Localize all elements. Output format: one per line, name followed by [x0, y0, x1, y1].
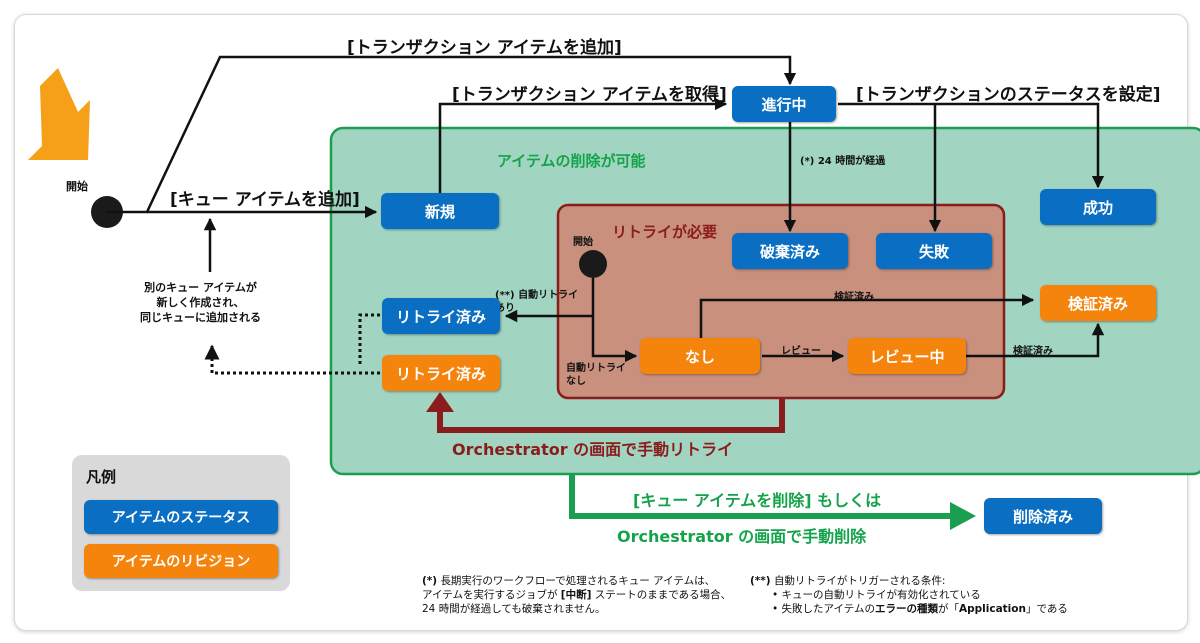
- status-retried: リトライ済み: [382, 298, 500, 334]
- status-deleted: 削除済み: [984, 498, 1102, 534]
- legend-item-status: アイテムのステータス: [84, 500, 278, 534]
- elapsed-24h-label: (*) 24 時間が経過: [800, 156, 886, 167]
- inner-start-dot: [579, 250, 607, 278]
- retry-area-title: リトライが必要: [612, 223, 718, 241]
- footnote-1-line2b: [中断]: [560, 589, 592, 601]
- deletable-area-title: アイテムの削除が可能: [497, 152, 646, 170]
- revision-in-review: レビュー中: [848, 338, 966, 374]
- review-edge-label: レビュー: [781, 346, 821, 357]
- add-queue-item-label: [キュー アイテムを追加]: [170, 190, 360, 210]
- status-success: 成功: [1040, 189, 1156, 225]
- footnote-1-line2c: ステートのままである場合、: [591, 589, 732, 601]
- footnote-2-line2: • キューの自動リトライが有効化されている: [772, 589, 981, 601]
- footnote-2-mark: (**): [750, 575, 771, 587]
- delete-label-line1: [キュー アイテムを削除] もしくは: [633, 491, 882, 510]
- footnote-2-line3c: が「: [937, 603, 959, 615]
- set-status-label: [トランザクションのステータスを設定]: [856, 85, 1161, 105]
- start-arrow-shape: [28, 68, 90, 160]
- revision-none: なし: [640, 338, 760, 374]
- inner-start-label: 開始: [573, 237, 593, 248]
- verified-edge-label: 検証済み: [834, 292, 874, 303]
- verified-edge-label-2: 検証済み: [1013, 346, 1053, 357]
- footnote-1-line2a: アイテムを実行するジョブが: [422, 589, 561, 601]
- footnote-1-line3: 24 時間が経過しても破棄されません。: [422, 603, 606, 615]
- get-transaction-label: [トランザクション アイテムを取得]: [452, 85, 727, 105]
- status-abandoned: 破棄済み: [732, 233, 848, 269]
- status-failed: 失敗: [876, 233, 992, 269]
- footnote-2-line3d: Application: [958, 603, 1026, 615]
- delete-label-line2: Orchestrator の画面で手動削除: [617, 527, 867, 546]
- footnote-1-mark: (*): [422, 575, 438, 587]
- start-label: 開始: [66, 180, 88, 193]
- new-queue-item-note: 別のキュー アイテムが 新しく作成され、 同じキューに追加される: [140, 281, 261, 324]
- footnote-2-line3b: エラーの種類: [874, 603, 938, 615]
- status-in-progress: 進行中: [732, 86, 836, 122]
- revision-retried: リトライ済み: [382, 355, 500, 391]
- status-new: 新規: [381, 193, 499, 229]
- auto-retry-yes-label: (**) 自動リトライ あり: [495, 290, 579, 314]
- footnote-2-line1: 自動リトライがトリガーされる条件:: [773, 575, 946, 587]
- footnote-2: (**) 自動リトライがトリガーされる条件: • キューの自動リトライが有効化さ…: [750, 574, 1068, 616]
- footnote-2-line3e: 」である: [1025, 603, 1068, 615]
- add-transaction-label: [トランザクション アイテムを追加]: [347, 38, 622, 58]
- revision-verified: 検証済み: [1040, 285, 1156, 321]
- auto-retry-no-label: 自動リトライ なし: [566, 363, 626, 387]
- footnote-1-line1: 長期実行のワークフローで処理されるキュー アイテムは、: [440, 575, 716, 587]
- legend-item-revision: アイテムのリビジョン: [84, 544, 278, 578]
- footnote-1: (*) 長期実行のワークフローで処理されるキュー アイテムは、 アイテムを実行す…: [422, 574, 731, 616]
- legend-title: 凡例: [86, 468, 117, 486]
- manual-retry-label: Orchestrator の画面で手動リトライ: [452, 440, 734, 459]
- footnote-2-line3a: • 失敗したアイテムの: [772, 603, 875, 615]
